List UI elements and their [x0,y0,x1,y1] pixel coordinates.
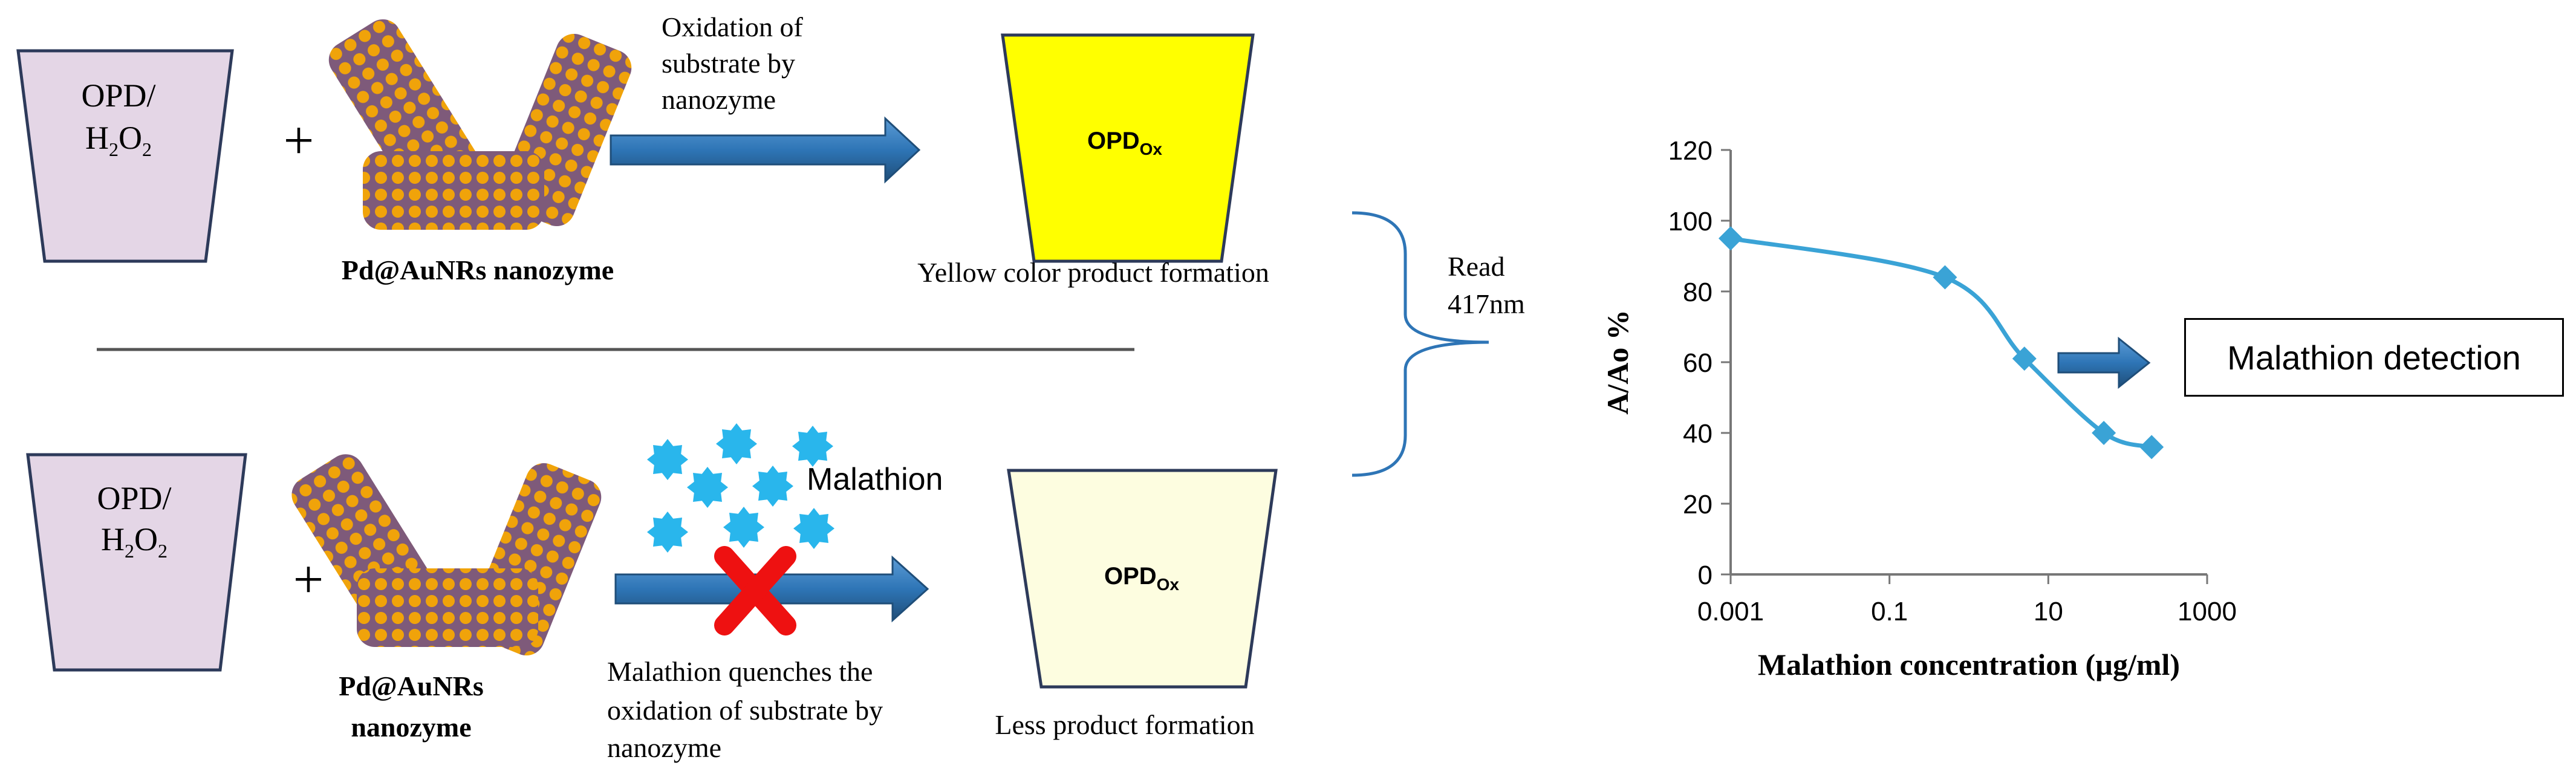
data-point-1 [1719,226,1743,251]
product-bottom-label: OPDOx [1104,563,1179,594]
read-label-line1: Read [1448,251,1505,282]
data-point-3 [2012,346,2037,371]
malathion-molecule-3 [792,426,833,467]
cross-mark-icon [714,546,796,635]
y-tick-label: 0 [1698,561,1712,590]
product-beaker-pale [1007,469,1278,689]
y-tick-label: 120 [1668,136,1712,166]
y-tick-label: 60 [1683,348,1712,378]
quench-text-line3: nanozyme [607,732,721,763]
y-tick-label: 40 [1683,419,1712,449]
product-bottom-caption: Less product formation [995,709,1254,740]
product-top-label: OPDOx [1087,128,1162,158]
malathion-molecule-5 [752,466,793,507]
y-axis-title: A/Ao % [1601,310,1634,415]
malathion-label: Malathion [807,462,943,497]
detection-arrow [2057,336,2151,389]
nanozyme-rods-bottom [291,454,602,656]
data-point-2 [1933,265,1957,290]
malathion-molecules [647,423,834,553]
y-tick-label: 100 [1668,207,1712,236]
oxidation-arrow [610,116,921,184]
blocked-oxidation-arrow [614,555,929,623]
malathion-molecule-4 [687,467,728,508]
y-tick-label: 80 [1683,278,1712,307]
product-beaker-yellow [1001,33,1255,263]
nanozyme-bottom-label-line2: nanozyme [351,712,471,743]
data-point-4 [2092,421,2116,445]
oxidation-text-line3: nanozyme [662,84,776,115]
malathion-molecule-6 [647,512,688,553]
malathion-molecule-8 [793,508,834,549]
reagent-beaker-bottom [26,453,247,672]
data-point-5 [2139,435,2164,460]
oxidation-text-line1: Oxidation of [662,11,803,42]
beaker-bottom-label-line1: OPD/ [97,480,171,516]
x-axis-title: Malathion concentration (µg/ml) [1758,648,2180,681]
malathion-molecule-1 [647,439,688,480]
malathion-molecule-2 [716,423,757,464]
y-tick-label: 20 [1683,490,1712,519]
x-tick-label: 10 [2034,597,2063,626]
read-brace [1351,211,1489,477]
malathion-detection-box: Malathion detection [2184,318,2564,397]
quench-text-line2: oxidation of substrate by [607,695,883,726]
read-label-line2: 417nm [1448,288,1525,319]
beaker-top-label-line2: H2O2 [85,120,152,160]
nanozyme-bottom-label-line1: Pd@AuNRs [339,671,484,701]
malathion-molecule-7 [723,507,764,548]
oxidation-text-line2: substrate by [662,48,795,79]
beaker-top-label-line1: OPD/ [81,77,155,114]
nanozyme-top-label: Pd@AuNRs nanozyme [342,255,614,285]
x-tick-label: 1000 [2178,597,2237,626]
reagent-beaker-top [16,49,234,263]
quench-text-line1: Malathion quenches the [607,656,873,687]
beaker-bottom-label-line2: H2O2 [101,521,168,562]
plus-sign-top: + [284,111,314,171]
plus-sign-bottom: + [293,550,324,609]
nanozyme-rods-top [328,19,632,230]
x-tick-label: 0.1 [1871,597,1908,626]
x-tick-label: 0.001 [1697,597,1764,626]
product-top-caption: Yellow color product formation [917,257,1269,288]
